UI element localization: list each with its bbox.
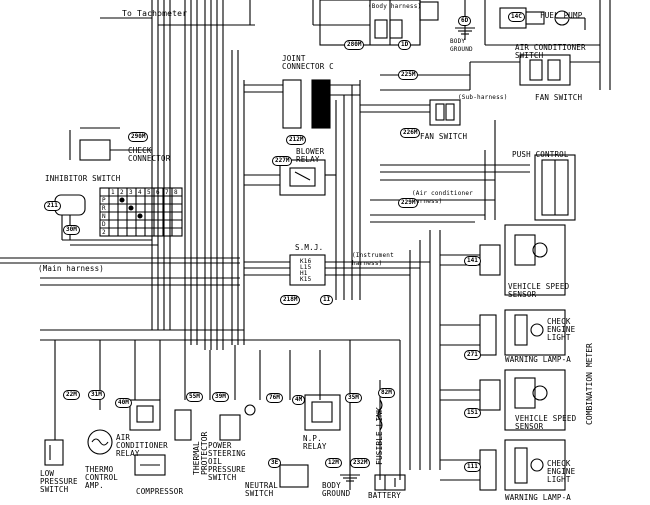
connector-label: 12M [325,458,342,468]
inhibitor-grid-row: P [102,197,106,204]
inhibitor-grid-header: 5 [147,189,151,196]
thermo-control-label: THERMO CONTROL AMP. [85,465,119,490]
warning-lamp-a-1-label: WARNING LAMP-A [505,355,572,364]
connector-label: 211 [44,201,61,211]
inhibitor-grid-header: 1 [111,189,115,196]
battery-label: BATTERY [368,491,402,500]
push-control-label: PUSH CONTROL [512,150,569,159]
connector-label: 76M [266,393,283,403]
combination-meter-label: COMBINATION METER [585,343,594,425]
inhibitor-grid-header: 7 [165,189,169,196]
connector-label: 212M [286,135,307,145]
connector-label: 55M [186,392,203,402]
connector-label: 226M [400,128,421,138]
check-engine-light-1-label: CHECK ENGINE LIGHT [547,317,576,342]
connector-label: 30M [63,225,80,235]
connector-label: 3E [268,458,282,468]
fusible-link-label: FUSIBLE LINK [375,407,384,465]
connector-label: 1I [320,295,334,305]
connector-label: 39M [212,392,229,402]
connector-label: 280M [344,40,365,50]
inhibitor-switch-label: INHIBITOR SWITCH [45,174,121,183]
power-steering-label: POWER STEERING OIL PRESSURE SWITCH [208,441,246,482]
connector-label: 1D [398,40,412,50]
body-harness-label: (Body harness) [368,3,422,10]
connector-label: 111 [464,462,481,472]
smj-label: S.M.J. [295,243,324,252]
inhibitor-grid-header: 2 [120,189,124,196]
main-harness-label: (Main harness) [38,264,105,273]
inhibitor-grid-row: R [102,205,106,212]
ac-harness-label: (Air conditioner harness) [412,190,473,205]
inhibitor-grid-row: N [102,213,106,220]
check-engine-light-2-label: CHECK ENGINE LIGHT [547,459,576,484]
connector-label: 35M [345,393,362,403]
connector-label: 14C [508,12,525,22]
ac-switch-label: AIR CONDITIONER SWITCH [515,43,586,60]
compressor-label: COMPRESSOR [136,487,184,496]
vehicle-speed-sensor-2-label: VEHICLE SPEED SENSOR [515,414,577,431]
connector-label: 4M [292,395,306,405]
blower-relay-label: BLOWER RELAY [296,147,325,164]
inhibitor-grid-header: 8 [174,189,178,196]
tachometer-label: To Tachometer [122,9,188,18]
smj-pin: K15 [300,276,312,283]
thermal-protector-label: THERMAL PROTECTOR [192,431,209,475]
body-ground-bottom-label: BODY GROUND [322,481,351,498]
inhibitor-grid-header: 6 [156,189,160,196]
ac-relay-label: AIR CONDITIONER RELAY [116,433,168,458]
connector-label: 82M [378,388,395,398]
connector-label: 290M [128,132,149,142]
connector-label: 6D [458,16,472,26]
connector-label: 151 [464,408,481,418]
check-connector-label: CHECK CONNECTOR [128,146,171,163]
connector-label: 227M [272,156,293,166]
connector-label: 218M [280,295,301,305]
connector-label: 271 [464,350,481,360]
smj-pin: K16 [300,258,312,265]
connector-label: 141 [464,256,481,266]
fuel-pump-label: FUEL PUMP [540,11,583,20]
smj-pin: H1 [300,270,308,277]
sub-harness-label: (Sub-harness) [458,94,508,101]
connector-label: 31M [88,390,105,400]
neutral-switch-label: NEUTRAL SWITCH [245,481,279,498]
connector-label: 232M [350,458,371,468]
instrument-harness-label: (Instrument harness) [352,252,394,267]
low-pressure-switch-label: LOW PRESSURE SWITCH [40,469,78,494]
connector-label: 225M [398,70,419,80]
inhibitor-grid-row: 2 [102,229,106,236]
warning-lamp-a-2-label: WARNING LAMP-A [505,493,572,502]
connector-label: 22M [63,390,80,400]
np-relay-label: N.P. RELAY [303,434,327,451]
fan-switch-top-label: FAN SWITCH [535,93,583,102]
left-harness-bundle [151,0,245,350]
inhibitor-grid-header: 3 [129,189,133,196]
fan-switch-mid-label: FAN SWITCH [420,132,468,141]
inhibitor-grid-row: D [102,221,106,228]
connector-label: 229M [398,198,419,208]
vehicle-speed-sensor-1-label: VEHICLE SPEED SENSOR [508,282,570,299]
joint-connector-label: JOINT CONNECTOR C [282,54,334,71]
inhibitor-grid-header: 4 [138,189,142,196]
smj-pin: L15 [300,264,312,271]
connector-label: 40M [115,398,132,408]
body-ground-top-label: BODY GROUND [450,38,473,53]
